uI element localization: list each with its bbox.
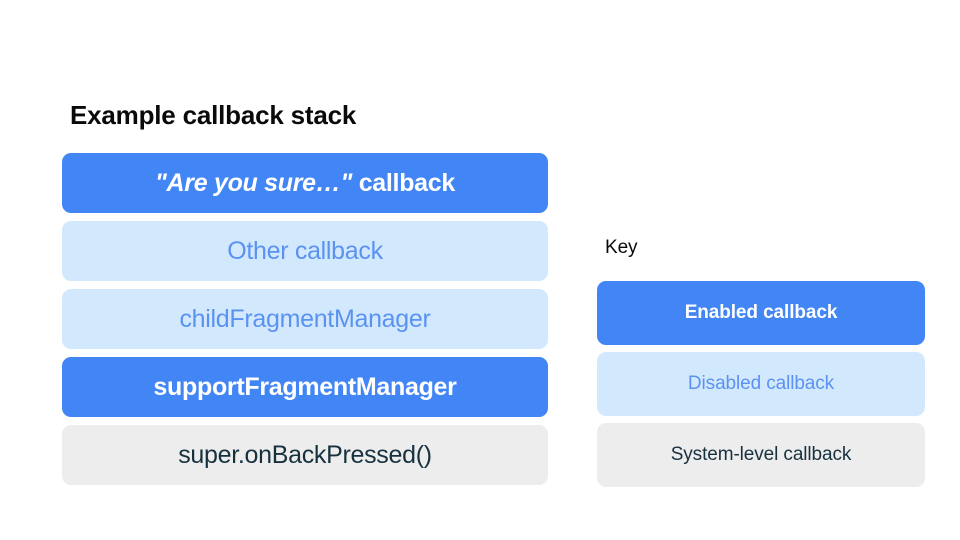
- stack-item-other-callback: Other callback: [62, 221, 548, 281]
- key-item-enabled-callback: Enabled callback: [597, 281, 925, 345]
- stack-item-label-quoted: "Are you sure…": [155, 169, 353, 197]
- key-item-label: Disabled callback: [687, 373, 835, 394]
- stack-item-label: Other callback: [227, 237, 383, 265]
- key-panel: Key Enabled callback Disabled callback S…: [597, 236, 925, 487]
- stack-item-label: super.onBackPressed(): [178, 441, 432, 469]
- stack-item-are-you-sure-callback: "Are you sure…" callback: [62, 153, 548, 213]
- stack-item-label: childFragmentManager: [179, 305, 431, 333]
- key-list: Enabled callback Disabled callback Syste…: [597, 281, 925, 487]
- stack-item-child-fragment-manager: childFragmentManager: [62, 289, 548, 349]
- key-title: Key: [605, 237, 638, 258]
- stack-item-label: "Are you sure…" callback: [155, 168, 455, 198]
- callback-stack-panel: Example callback stack "Are you sure…" c…: [62, 98, 548, 485]
- stack-item-label: supportFragmentManager: [153, 373, 457, 401]
- stack-item-super-on-back-pressed: super.onBackPressed(): [62, 425, 548, 485]
- key-item-label: Enabled callback: [684, 302, 838, 323]
- stack-item-label-plain: callback: [352, 169, 456, 197]
- key-item-system-level-callback: System-level callback: [597, 423, 925, 487]
- page-title: Example callback stack: [70, 100, 357, 130]
- callback-stack-list: "Are you sure…" callback Other callback …: [62, 153, 548, 485]
- key-item-label: System-level callback: [670, 444, 852, 465]
- key-item-disabled-callback: Disabled callback: [597, 352, 925, 416]
- stack-item-support-fragment-manager: supportFragmentManager: [62, 357, 548, 417]
